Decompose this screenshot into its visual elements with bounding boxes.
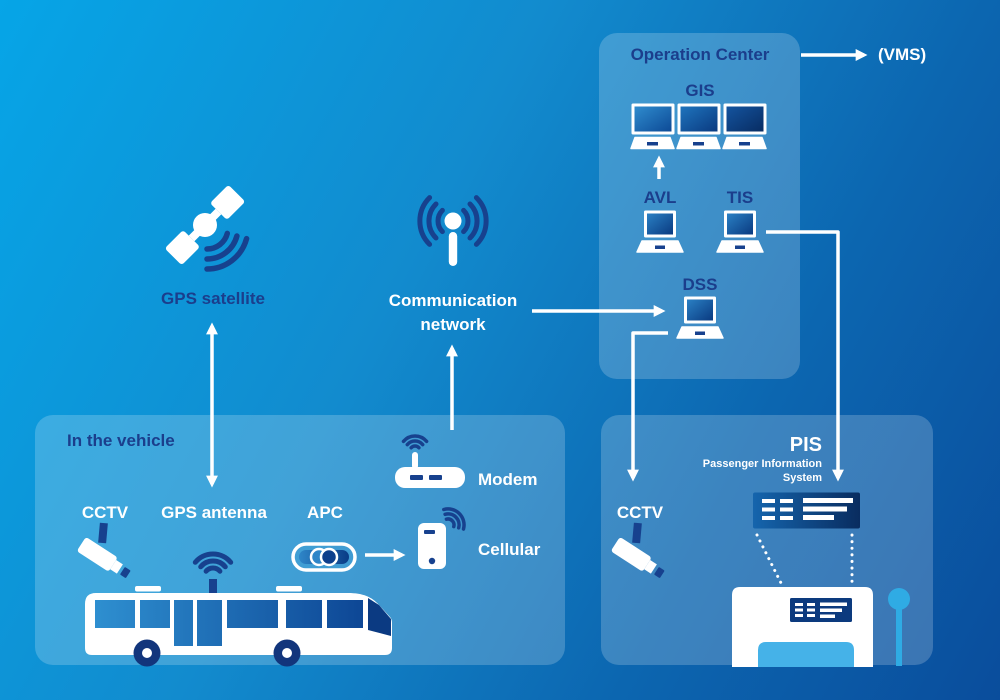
gps-antenna-icon	[192, 551, 234, 574]
communication-network-icon	[417, 195, 489, 266]
dss-label: DSS	[682, 275, 718, 294]
modem-icon	[395, 434, 465, 488]
vehicle-cctv-camera-icon	[77, 522, 131, 578]
bus-wheels-icon	[133, 639, 301, 667]
dotted-board-to-shelter-left	[755, 533, 783, 585]
tis-laptop-icon	[716, 210, 764, 253]
dss-laptop-icon	[676, 296, 724, 339]
modem-label: Modem	[478, 470, 538, 489]
shelter-opening	[758, 642, 854, 667]
gis-monitors-icon	[630, 103, 767, 150]
gps-satellite-label: GPS satellite	[161, 289, 265, 308]
pis-display-board-icon	[753, 492, 860, 529]
pis-cctv-camera-icon	[611, 522, 665, 578]
cellular-phone-icon	[418, 507, 466, 569]
bus-icon	[85, 551, 392, 667]
operation-center-title: Operation Center	[630, 45, 770, 64]
gps-antenna-label: GPS antenna	[161, 503, 267, 522]
bus-stop-sign-icon	[888, 588, 910, 666]
apc-counter-icon	[291, 542, 357, 572]
bus-shelter-icon	[732, 587, 873, 667]
arrow-dss-to-pis-cctv	[627, 331, 668, 482]
pis-cctv-label: CCTV	[616, 503, 664, 522]
satellite-signal-waves-icon	[204, 230, 250, 272]
pis-subtitle: Passenger Information System	[702, 458, 822, 484]
avl-label: AVL	[643, 188, 677, 207]
apc-label: APC	[307, 503, 343, 522]
cellular-label: Cellular	[478, 540, 541, 559]
gis-label: GIS	[685, 81, 715, 100]
tis-label: TIS	[726, 188, 754, 207]
in-the-vehicle-title: In the vehicle	[67, 431, 175, 450]
arrow-tis-to-pis	[766, 230, 844, 482]
vehicle-cctv-label: CCTV	[81, 503, 129, 522]
pis-title: PIS	[789, 434, 822, 456]
gps-satellite-icon	[165, 185, 250, 272]
avl-laptop-icon	[636, 210, 684, 253]
vms-label: (VMS)	[878, 45, 927, 64]
communication-network-label: Communication network	[388, 291, 518, 334]
